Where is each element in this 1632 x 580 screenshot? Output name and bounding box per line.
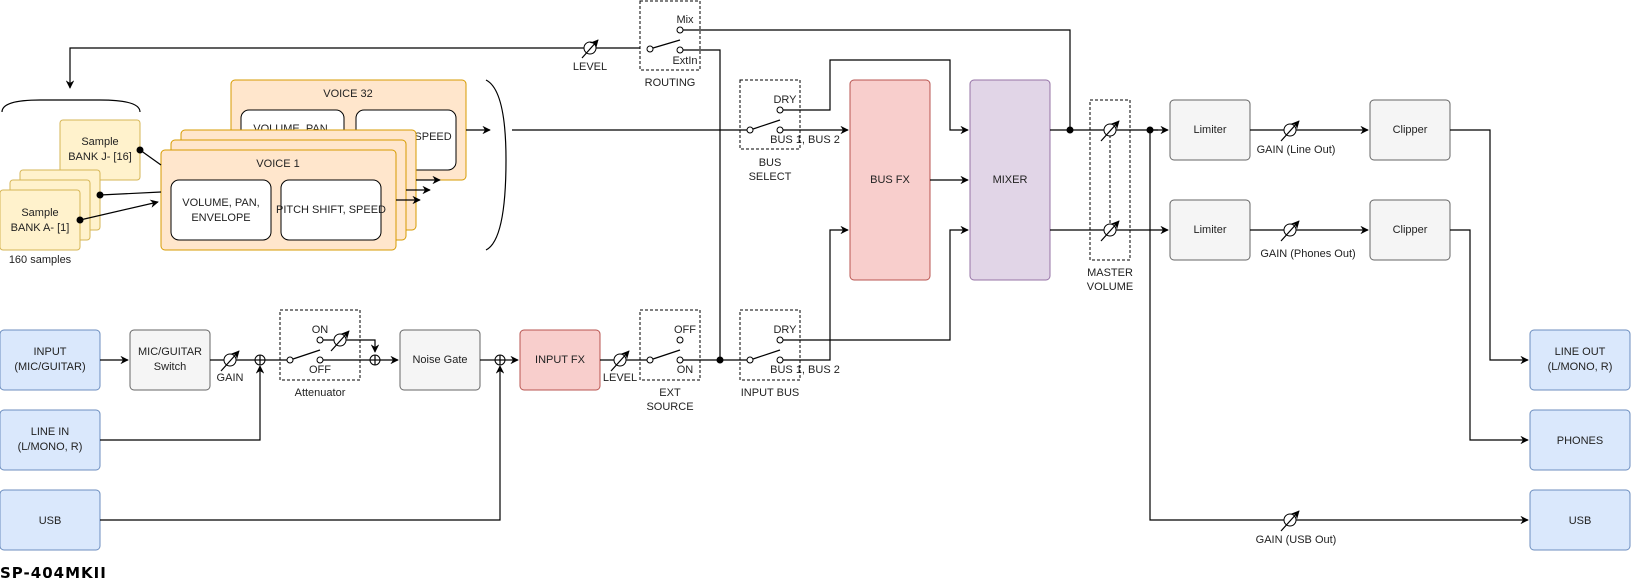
gain-knob-icon[interactable] [1280, 510, 1300, 532]
voice-title: VOICE 32 [323, 88, 373, 100]
voices-brace [485, 79, 507, 251]
master-volume-knob-icon[interactable] [1100, 220, 1120, 242]
bus-select-label: SELECT [749, 171, 792, 183]
voice-module-volume [170, 179, 272, 241]
input-bus-switch[interactable] [739, 309, 801, 381]
mixer-label: MIXER [993, 174, 1028, 186]
output-label: (L/MONO, R) [1548, 361, 1613, 373]
gain-line-out-label: GAIN (Line Out) [1257, 144, 1336, 156]
line-in-input [0, 409, 101, 471]
voice-module-label: ENVELOPE [191, 212, 250, 224]
limiter-label: Limiter [1193, 224, 1226, 236]
bus-select-switch[interactable] [739, 79, 801, 150]
samples-brace [1, 99, 141, 113]
input-label: INPUT [34, 346, 67, 358]
master-volume-knob-icon[interactable] [1100, 120, 1120, 142]
input-fx-label: INPUT FX [535, 354, 586, 366]
ext-source-label: SOURCE [646, 401, 693, 413]
input-bus-bus-label: BUS 1, BUS 2 [770, 364, 840, 376]
level-label: LEVEL [603, 372, 637, 384]
phones-output [1529, 409, 1631, 471]
mixer-block[interactable] [969, 79, 1051, 281]
output-label: PHONES [1557, 435, 1603, 447]
clipper-label: Clipper [1393, 124, 1428, 136]
ext-off-label: OFF [674, 324, 696, 336]
sample-bank-label: BANK A- [1] [11, 222, 70, 234]
input-label: (MIC/GUITAR) [14, 361, 85, 373]
clipper-label: Clipper [1393, 224, 1428, 236]
gain-knob-icon[interactable] [1280, 120, 1300, 142]
sum-node-icon [494, 354, 506, 366]
switch-label: MIC/GUITAR [138, 346, 202, 358]
input-bus-label: INPUT BUS [741, 387, 799, 399]
gain-phones-out-label: GAIN (Phones Out) [1260, 248, 1355, 260]
bus-fx-label: BUS FX [870, 174, 910, 186]
voice-title: VOICE 1 [256, 158, 299, 170]
mic-guitar-switch[interactable] [129, 329, 211, 391]
switch-terminal [676, 46, 684, 54]
attenuator-off-label: OFF [309, 364, 331, 376]
input-level-knob-icon[interactable] [610, 350, 630, 372]
attenuator-label: Attenuator [295, 387, 346, 399]
ext-source-label: EXT [659, 387, 681, 399]
input-gain-knob-icon[interactable] [220, 350, 240, 372]
routing-extin-label: ExtIn [672, 55, 697, 67]
input-bus-dry-label: DRY [773, 324, 797, 336]
switch-terminal [676, 26, 684, 34]
line-out-output [1529, 329, 1631, 391]
output-label: LINE OUT [1555, 346, 1606, 358]
bus-select-dry-label: DRY [773, 94, 797, 106]
sample-bank-a [0, 189, 81, 251]
input-label: LINE IN [31, 426, 70, 438]
master-volume-box[interactable] [1089, 99, 1131, 261]
resample-return-line [65, 47, 640, 89]
attenuator-switch[interactable] [279, 309, 361, 381]
attenuator-knob-icon [330, 330, 350, 352]
limiter-label: Limiter [1193, 124, 1226, 136]
voice-module-label: , SPEED [408, 131, 451, 143]
gain-usb-out-label: GAIN (USB Out) [1256, 534, 1337, 546]
routing-switch-box[interactable] [639, 0, 701, 71]
input-label: USB [39, 515, 62, 527]
gain-knob-icon[interactable] [1280, 220, 1300, 242]
product-logo: SP-404MKII [0, 564, 107, 580]
input-mic-guitar [0, 329, 101, 391]
level-knob-icon [581, 39, 599, 59]
routing-label: ROUTING [645, 77, 696, 89]
gain-label: GAIN [217, 372, 244, 384]
switch-terminal [646, 45, 654, 53]
sample-count-label: 160 samples [9, 254, 72, 266]
input-label: (L/MONO, R) [18, 441, 83, 453]
sum-node-icon [254, 354, 266, 366]
noise-gate-label: Noise Gate [412, 354, 467, 366]
routing-level-label: LEVEL [573, 61, 607, 73]
voice-module-pitch [280, 179, 382, 241]
bus-select-bus-label: BUS 1, BUS 2 [770, 134, 840, 146]
attenuator-on-label: ON [312, 324, 329, 336]
voice-module-label: PITCH SHIFT, SPEED [276, 204, 386, 216]
output-label: USB [1569, 515, 1592, 527]
switch-label: Switch [154, 361, 186, 373]
master-volume-label: VOLUME [1087, 281, 1133, 293]
routing-mix-label: Mix [676, 14, 694, 26]
ext-source-switch[interactable] [639, 309, 701, 381]
sample-label: Sample [81, 136, 118, 148]
ext-on-label: ON [677, 364, 694, 376]
sample-bank-label: BANK J- [16] [68, 151, 132, 163]
sample-label: Sample [21, 207, 58, 219]
sum-node-icon [369, 354, 381, 366]
bus-select-label: BUS [759, 157, 782, 169]
voice-module-label: VOLUME, PAN, [182, 197, 259, 209]
master-volume-label: MASTER [1087, 267, 1133, 279]
usb-output [1529, 489, 1631, 551]
